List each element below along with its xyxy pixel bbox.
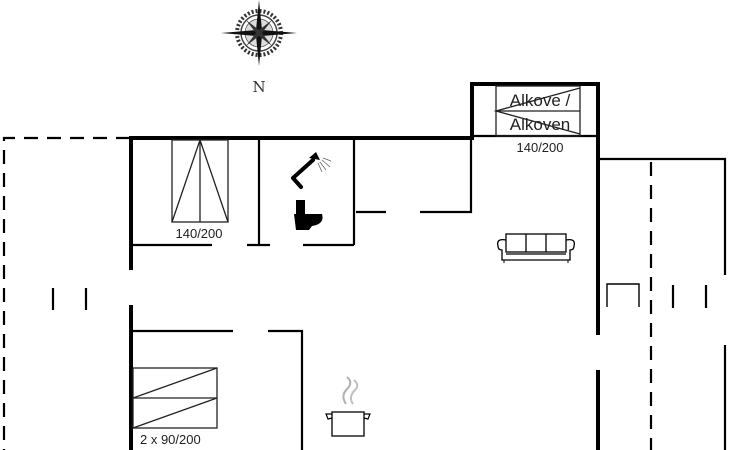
double-bed-icon	[171, 137, 229, 223]
alcove	[472, 85, 598, 138]
shower-icon	[291, 152, 332, 189]
bedroom-1-bed-size: 140/200	[176, 226, 223, 241]
cooking-pot-icon	[325, 376, 371, 437]
alcove-bed-size: 140/200	[517, 140, 564, 155]
bedroom-1	[131, 137, 270, 247]
twin-beds-icon	[132, 367, 218, 429]
alcove-label-line2: Alkoven	[510, 115, 570, 134]
compass-north-label: N	[252, 78, 265, 96]
exterior-walls	[129, 82, 600, 450]
sofa-icon	[497, 233, 575, 263]
compass-rose-icon	[221, 0, 297, 66]
toilet-icon	[294, 200, 323, 230]
bedroom-2	[131, 329, 304, 450]
terrace-west-outline	[2, 136, 130, 450]
bedroom-2-bed-size: 2 x 90/200	[140, 432, 201, 447]
hall-walls	[356, 140, 473, 214]
terrace-east-outline	[598, 157, 727, 450]
alcove-label-line1: Alkove /	[510, 91, 571, 110]
bathroom	[291, 138, 356, 247]
